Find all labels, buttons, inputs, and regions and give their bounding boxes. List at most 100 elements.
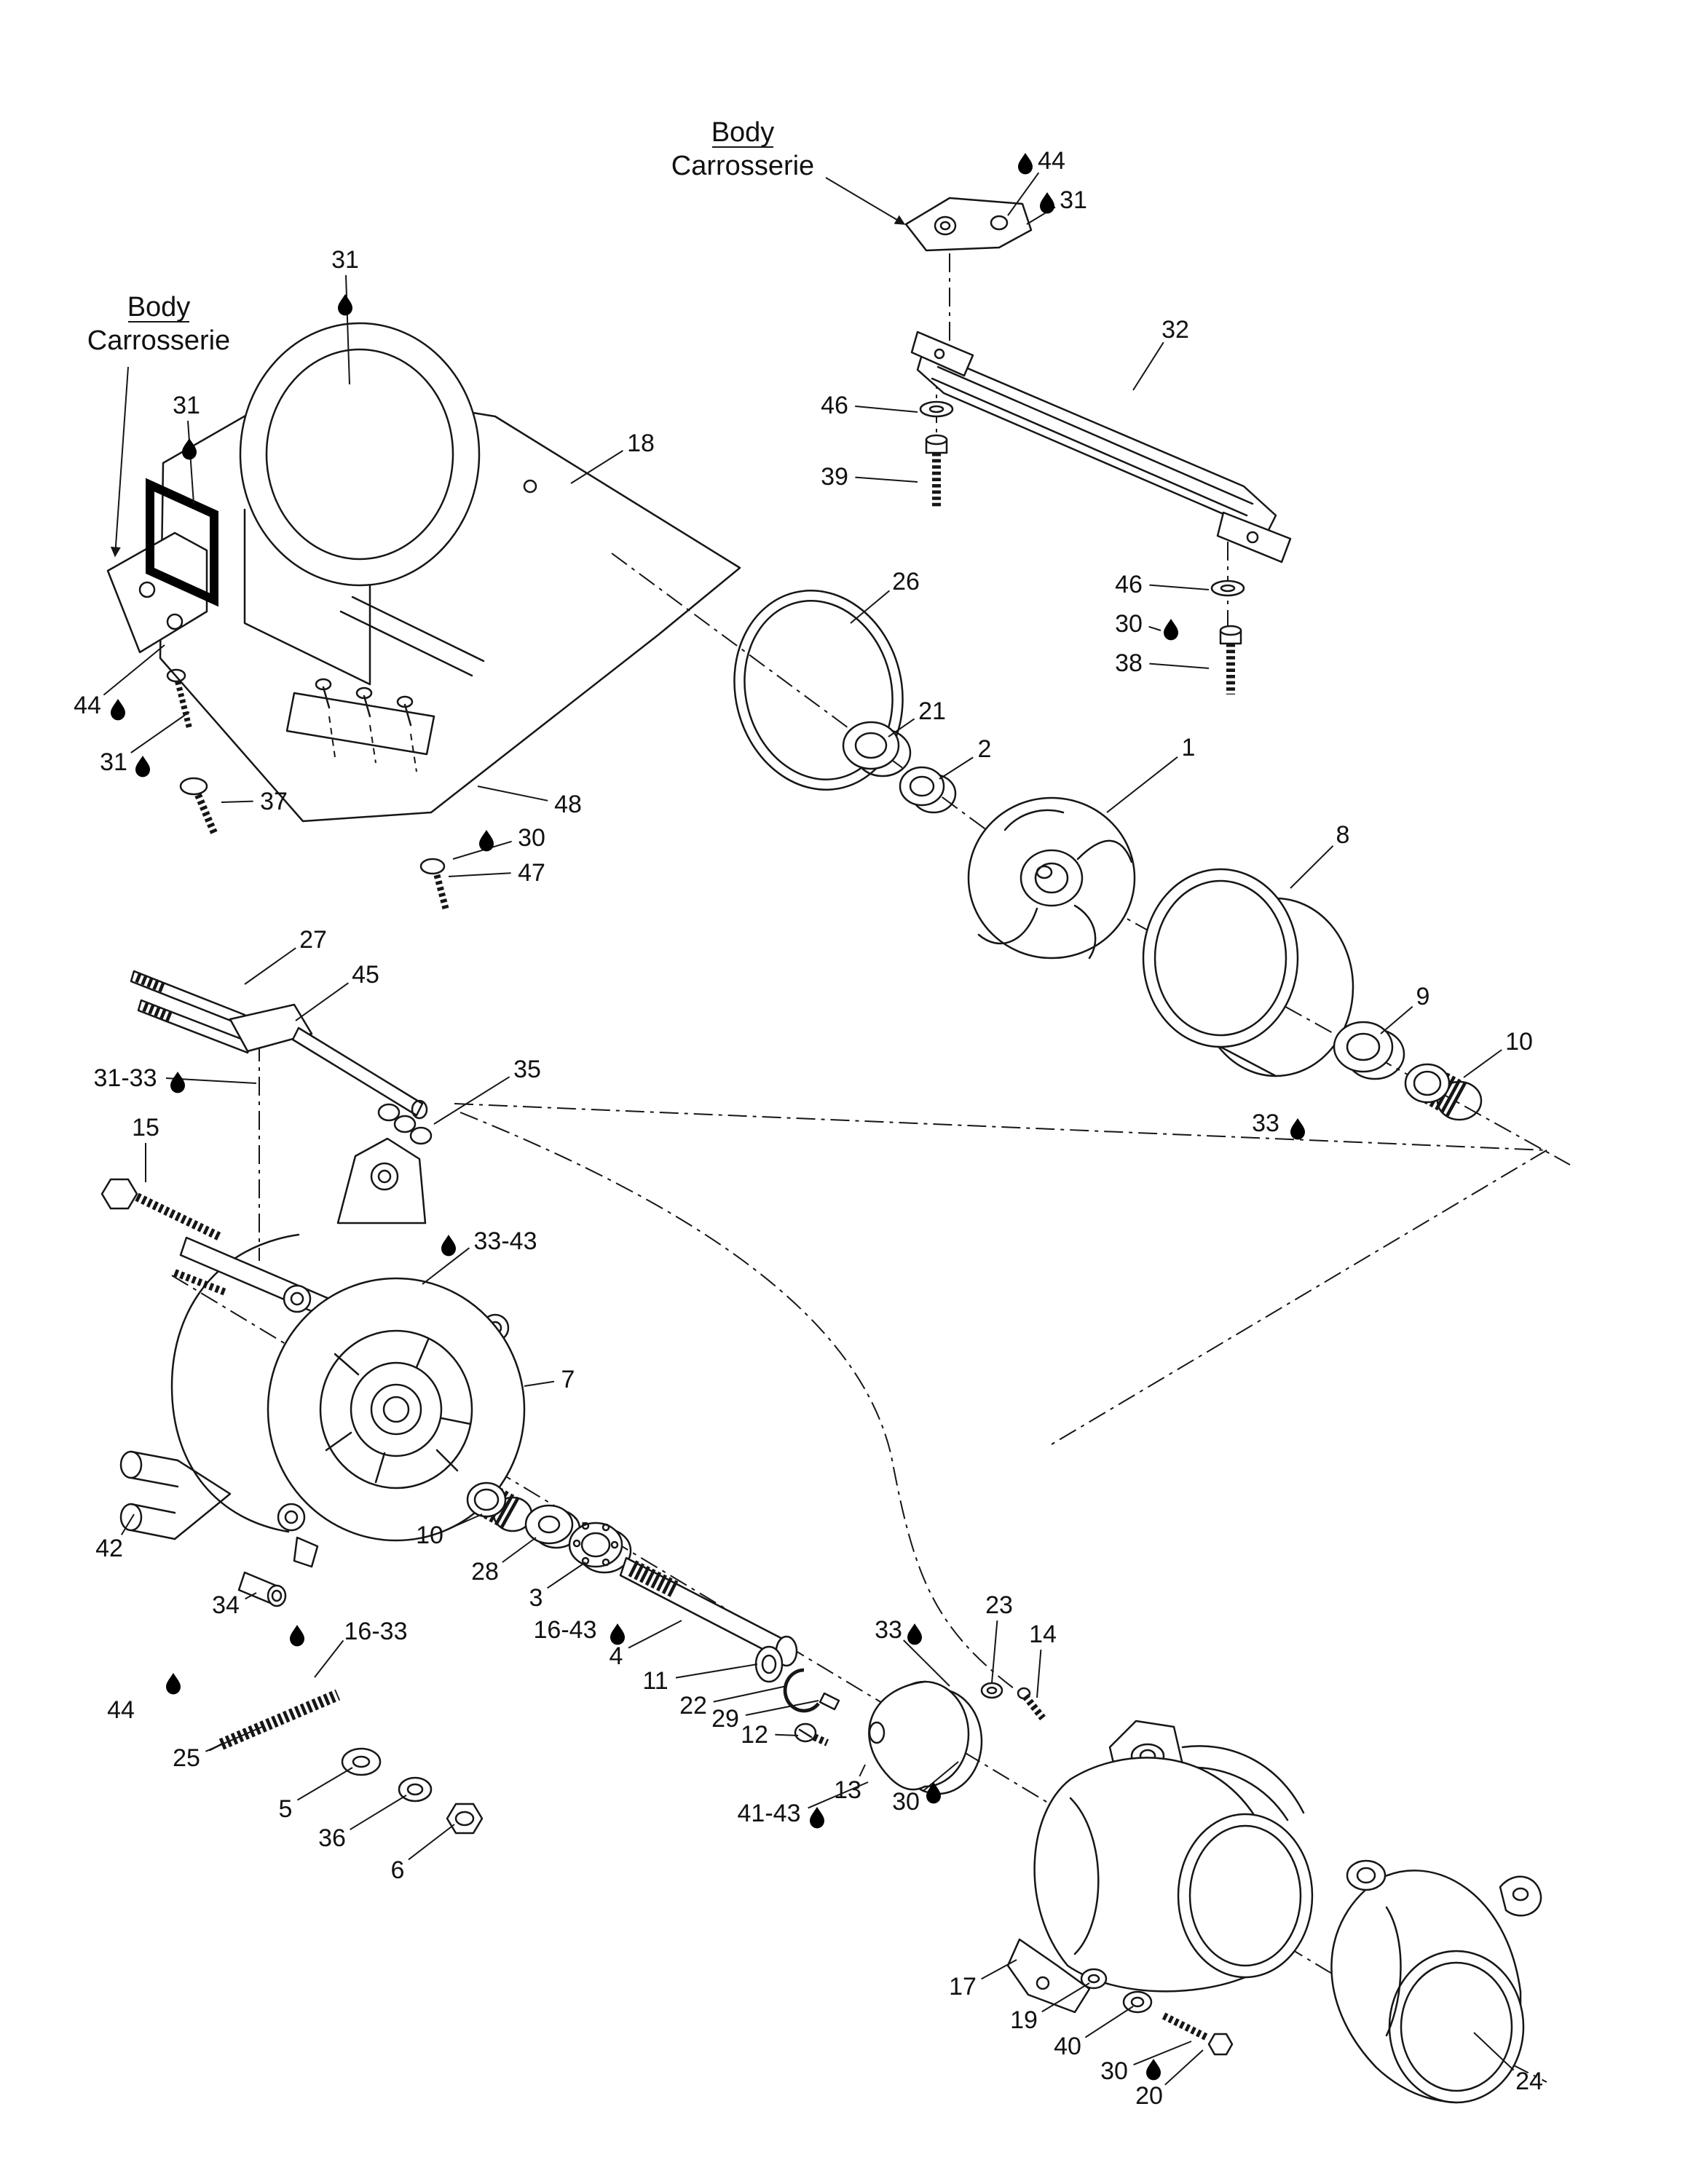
part-number-label: 30: [892, 1788, 920, 1816]
screw-12: [794, 1722, 829, 1746]
washer-40: [1122, 1990, 1153, 2014]
support-strut: [910, 331, 1292, 563]
part-number-label: 45: [352, 961, 379, 989]
part-number-label: 39: [821, 463, 848, 491]
callout-47: 47: [448, 859, 545, 887]
part-number-label: 32: [1162, 316, 1189, 344]
part-number-label: 33-43: [474, 1227, 537, 1255]
support-plate-48: [285, 678, 435, 772]
part-number-label: 15: [132, 1114, 159, 1142]
callout-3: 3: [529, 1562, 586, 1612]
callout-18: 18: [570, 430, 655, 484]
callout-25: 25: [173, 1726, 263, 1772]
part-number-label: 10: [1505, 1028, 1533, 1056]
callout-29: 29: [711, 1700, 819, 1733]
wear-ring: [1142, 868, 1354, 1077]
part-number-label: 4: [610, 1642, 623, 1670]
part-number-label: 48: [554, 791, 582, 818]
callout-11: 11: [642, 1663, 758, 1695]
washer-46-upper: [919, 400, 954, 418]
callout-16-43: 16-43: [534, 1616, 625, 1645]
screw-37: [179, 777, 218, 834]
pin-29: [819, 1692, 840, 1711]
callout-37: 37: [221, 788, 288, 815]
callout-35: 35: [433, 1056, 541, 1125]
callout-23: 23: [985, 1591, 1013, 1684]
callout-30: 30: [892, 1761, 959, 1816]
bearing-cover-13: [868, 1680, 983, 1795]
callout-8: 8: [1290, 821, 1350, 889]
callout-28: 28: [471, 1537, 537, 1586]
manifold-45: [229, 1003, 428, 1120]
callout-36: 36: [318, 1795, 407, 1852]
pump-housing: [170, 1137, 526, 1542]
part-number-label: 20: [1135, 2082, 1163, 2110]
bolt-39: [925, 434, 948, 508]
lubricant-drop-icon: [810, 1807, 824, 1829]
callout-15: 15: [132, 1114, 159, 1182]
needle-bearing-10-right: [1404, 1063, 1483, 1121]
circlip-22: [783, 1668, 820, 1713]
part-number-label: 24: [1515, 2068, 1543, 2095]
part-number-label: 30: [1115, 610, 1143, 638]
callout-19: 19: [1010, 1982, 1090, 2034]
callout-33: 33: [875, 1616, 950, 1687]
callout-41-43: 41-43: [738, 1781, 869, 1829]
trim-cables: [130, 970, 252, 1054]
lubricant-drop-icon: [170, 1072, 185, 1093]
lubricant-drop-icon: [182, 438, 197, 460]
impeller: [967, 796, 1136, 960]
part-number-label: 33: [875, 1616, 902, 1644]
callout-30: 30: [452, 824, 545, 860]
part-number-label: 44: [74, 692, 101, 719]
impeller-nut-2: [899, 766, 957, 814]
part-number-label: 38: [1115, 649, 1143, 677]
part-number-label: 31: [173, 392, 200, 419]
callout-45: 45: [295, 961, 379, 1021]
callout-2: 2: [939, 735, 991, 780]
part-number-label: 46: [821, 392, 848, 419]
part-number-label: 35: [513, 1056, 541, 1083]
callout-24: 24: [1473, 2032, 1543, 2095]
part-number-label: 14: [1029, 1621, 1057, 1648]
callout-31: 31: [100, 711, 190, 778]
part-number-label: 33: [1252, 1109, 1279, 1137]
part-number-label: 12: [741, 1721, 768, 1749]
part-number-label: 8: [1336, 821, 1350, 849]
callout-31: 31: [1026, 186, 1087, 225]
callout-9: 9: [1380, 983, 1429, 1034]
part-number-label: 31: [331, 246, 359, 274]
callout-46: 46: [1115, 571, 1210, 598]
callout-39: 39: [821, 463, 918, 491]
lubricant-drop-icon: [479, 830, 494, 852]
bolt-38: [1219, 625, 1242, 695]
part-number-label: 26: [892, 568, 920, 596]
body-bracket: [904, 197, 1033, 252]
lubricant-drop-icon: [166, 1673, 181, 1695]
screw-47: [419, 858, 449, 910]
lubricant-drop-icon: [290, 1625, 304, 1647]
part-number-label: 37: [260, 788, 288, 815]
callout-33-43: 33-43: [422, 1227, 537, 1285]
callout-44: 44: [74, 644, 165, 721]
part-number-label: 1: [1182, 734, 1196, 761]
part-number-label: 47: [518, 859, 545, 887]
washer-46-lower: [1210, 579, 1245, 597]
callout-17: 17: [949, 1959, 1017, 2001]
body-label-en: Body: [127, 292, 191, 323]
part-number-label: 23: [985, 1591, 1013, 1619]
part-number-label: 27: [299, 926, 327, 954]
callout-22: 22: [679, 1685, 787, 1720]
callout-40: 40: [1054, 2006, 1134, 2060]
part-number-label: 44: [107, 1696, 135, 1724]
part-number-label: 46: [1115, 571, 1143, 598]
part-number-label: 18: [627, 430, 655, 457]
callout-6: 6: [391, 1824, 455, 1884]
part-number-label: 29: [711, 1705, 739, 1733]
washer-23: [980, 1682, 1003, 1699]
part-number-label: 3: [529, 1584, 543, 1612]
